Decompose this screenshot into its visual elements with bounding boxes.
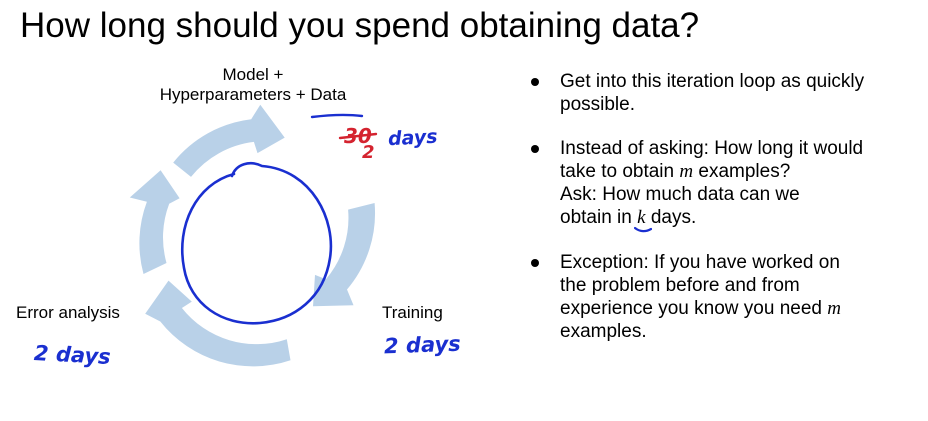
error-analysis-duration-note: 2 days xyxy=(33,341,112,369)
error-analysis-label: Error analysis xyxy=(16,303,120,322)
bullet-text: obtain in xyxy=(560,207,632,228)
bullet-text: the problem before and from xyxy=(560,275,800,296)
bullet-iteration-loop: Get into this iteration loop as quickly … xyxy=(528,70,923,116)
training-duration-note: 2 days xyxy=(383,331,462,359)
math-variable-k: k xyxy=(637,207,646,228)
bullet-text: possible. xyxy=(560,94,635,115)
bullet-text-line: obtain in k days. xyxy=(560,206,923,233)
cycle-arrow-top xyxy=(173,104,285,177)
k-underline-mark xyxy=(634,226,653,233)
bullet-text-line: experience you know you need m xyxy=(560,297,923,320)
model-label-line2: Hyperparameters + Data xyxy=(159,85,347,104)
cycle-arrow-left xyxy=(129,170,180,274)
bullet-text: Exception: If you have worked on xyxy=(560,252,840,273)
model-label-line1: Model + xyxy=(222,65,284,84)
bullet-text: days. xyxy=(650,207,697,228)
bullet-text-line: take to obtain m examples? xyxy=(560,160,923,183)
bullet-text: examples? xyxy=(698,161,791,182)
bullet-instead-of-asking: Instead of asking: How long it would tak… xyxy=(528,137,923,233)
bullet-text: experience you know you need xyxy=(560,298,822,319)
bullet-text: examples. xyxy=(560,321,647,342)
math-variable-m: m xyxy=(679,161,694,182)
bullet-exception: Exception: If you have worked on the pro… xyxy=(528,251,923,343)
bullet-list: Get into this iteration loop as quickly … xyxy=(528,70,923,343)
slide-title: How long should you spend obtaining data… xyxy=(20,6,700,45)
bullet-text: Get into this iteration loop as quickly xyxy=(560,71,865,92)
data-duration-old-note: 30 xyxy=(344,124,372,148)
bullet-text: take to obtain xyxy=(560,161,675,182)
math-variable-m: m xyxy=(827,298,841,319)
iteration-cycle-diagram xyxy=(129,104,378,367)
bullet-text: Instead of asking: How long it would xyxy=(560,138,864,159)
training-label: Training xyxy=(382,303,443,322)
data-underline xyxy=(310,113,364,119)
strike-through-mark xyxy=(338,132,378,140)
bullet-text: Ask: How much data can we xyxy=(560,184,800,205)
math-variable-k-wrapper: k xyxy=(634,207,653,233)
hand-drawn-loop xyxy=(180,162,333,325)
cycle-arrow-right xyxy=(313,203,376,307)
data-duration-new-note: 2 xyxy=(362,142,375,163)
cycle-arrow-bottom xyxy=(145,280,291,367)
model-hyperparameters-data-label: Model + Hyperparameters + Data xyxy=(140,65,366,105)
data-duration-unit-note: days xyxy=(387,125,439,151)
